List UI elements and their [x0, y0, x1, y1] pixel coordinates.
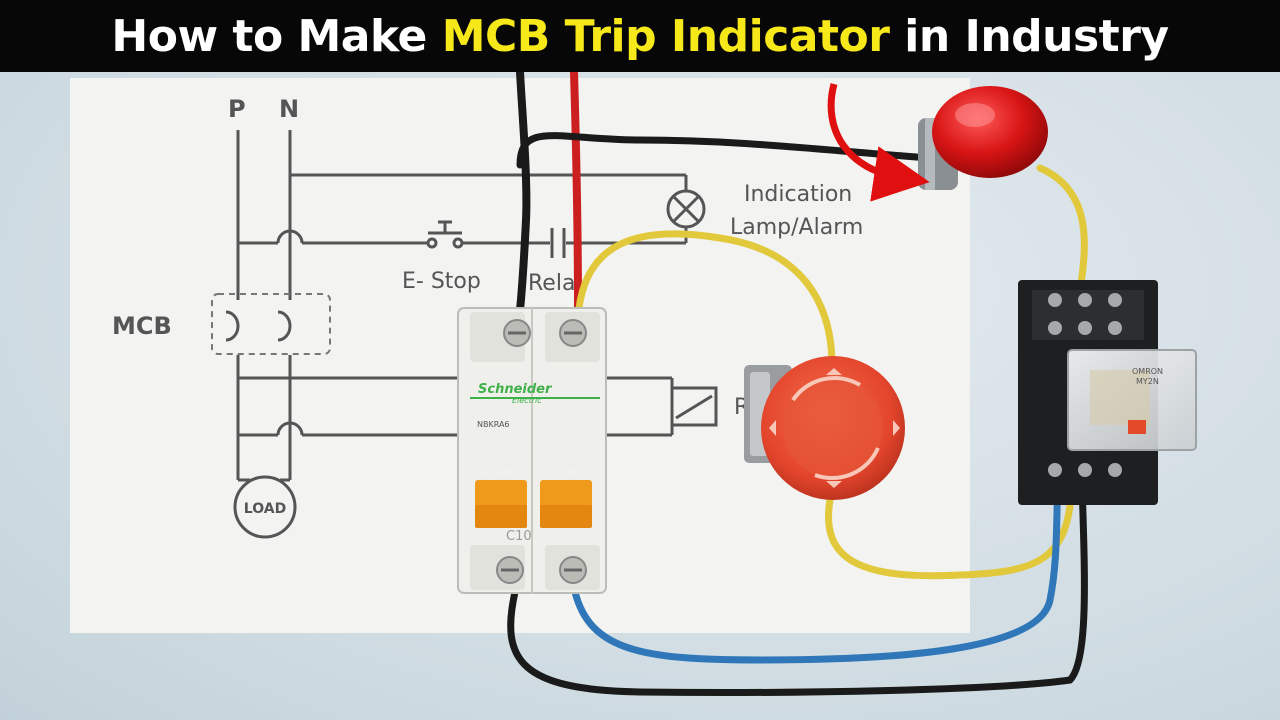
relay-brand: OMRON [1132, 367, 1163, 376]
relay-module [1018, 280, 1197, 505]
wire-blue [571, 476, 1062, 664]
mcb-breaker [457, 307, 607, 594]
wire-yellow-bottom [825, 476, 1076, 580]
breaker-brand-sub: Electric [512, 396, 542, 405]
label-indication: Indication [744, 182, 852, 207]
breaker-brand: Schneider [478, 382, 553, 397]
title-part-1: How to Make [111, 10, 442, 62]
emergency-stop-button [744, 356, 905, 500]
schematic-diagram [225, 130, 688, 480]
push-button-symbol-icon [426, 220, 464, 249]
wire-yellow-top [574, 230, 836, 364]
wire-black-bottom [507, 476, 1088, 696]
wire-yellow-lamp [1036, 164, 1088, 294]
label-mcb: MCB [112, 312, 172, 340]
label-load: LOAD [244, 501, 286, 517]
relay-contact-symbol-icon [550, 228, 566, 258]
wire-black-top [516, 68, 531, 314]
breaker-toggle-left: O - OFF [480, 469, 514, 479]
label-phase: P [228, 95, 246, 123]
mcb-dashed-box [211, 293, 331, 355]
breaker-rating: C10 [506, 529, 532, 544]
title-bar: How to Make MCB Trip Indicator in Indust… [0, 0, 1280, 72]
relay-model: MY2N [1136, 377, 1159, 386]
breaker-toggle-right: O - OFF [546, 469, 580, 479]
label-lamp-alarm: Lamp/Alarm [730, 215, 863, 240]
label-estop: E- Stop [402, 269, 481, 294]
load-symbol [233, 475, 297, 539]
wire-red [570, 68, 582, 314]
title-highlight: MCB Trip Indicator [441, 10, 890, 62]
video-title: How to Make MCB Trip Indicator in Indust… [111, 10, 1169, 62]
title-part-2: in Industry [889, 10, 1169, 62]
label-relay: Rela [528, 271, 575, 296]
breaker-model: NBKRA6 [477, 420, 510, 429]
arrow-icon [827, 83, 930, 202]
label-neutral: N [279, 95, 299, 123]
lamp-symbol-icon [666, 189, 706, 229]
